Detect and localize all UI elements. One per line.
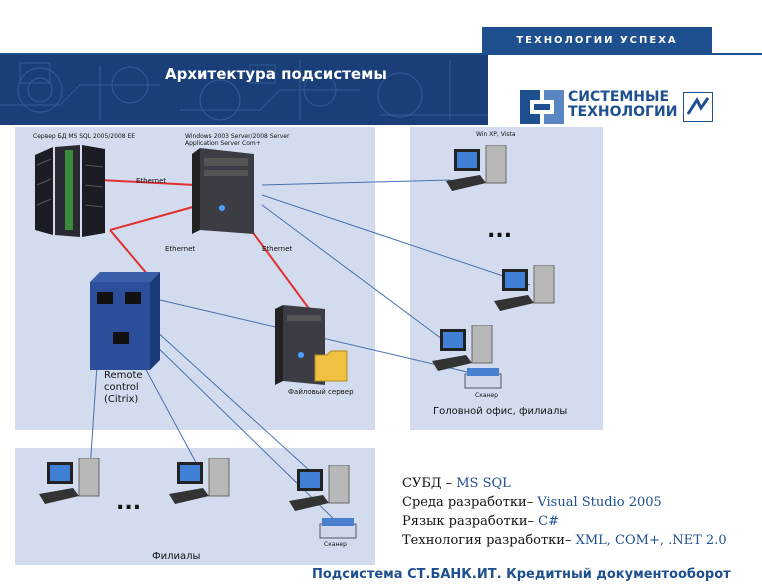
citrix-server-icon bbox=[90, 272, 160, 370]
circuit-decoration bbox=[0, 60, 488, 121]
company-logo-icon bbox=[520, 90, 564, 124]
link-pc-1 bbox=[261, 179, 451, 186]
header-strip bbox=[0, 53, 762, 55]
link-citrix bbox=[109, 229, 149, 276]
link-pc-branch bbox=[154, 329, 321, 481]
remote-label-line-2: control bbox=[104, 382, 139, 393]
file-server-label: Файловый сервер bbox=[288, 388, 354, 396]
info-tech: Технология разработки– XML, COM+, .NET 2… bbox=[402, 533, 727, 548]
ellipsis-head-office: ... bbox=[487, 218, 513, 243]
page-title: Архитектура подсистемы bbox=[165, 65, 387, 83]
title-banner bbox=[0, 55, 488, 125]
app-server-label: Windows 2003 Server/2008 Server Applicat… bbox=[185, 133, 290, 147]
file-server-icon bbox=[275, 305, 348, 385]
logo-line-2: ТЕХНОЛОГИИ bbox=[568, 104, 678, 120]
workstation-icon-2 bbox=[494, 265, 555, 311]
scanner-icon-2 bbox=[319, 518, 357, 539]
footer-title: Подсистема СТ.БАНК.ИТ. Кредитный докумен… bbox=[312, 567, 731, 582]
emblem-icon bbox=[683, 92, 713, 122]
citrix-label: Remote control (Citrix) bbox=[104, 370, 143, 406]
ellipsis-branches: ... bbox=[116, 490, 142, 515]
winxp-label: Win XP, Vista bbox=[476, 131, 516, 138]
scanner-label-2: Сканер bbox=[324, 541, 347, 548]
info-lang: Рязык разработки– C# bbox=[402, 514, 559, 529]
header-tab: ТЕХНОЛОГИИ УСПЕХА bbox=[482, 27, 712, 53]
tech-info-block: СУБД – MS SQL Среда разработки– Visual S… bbox=[402, 474, 727, 550]
link-scanner-2 bbox=[149, 339, 341, 526]
branches-label: Филиалы bbox=[152, 551, 201, 562]
link-db-app bbox=[99, 179, 196, 186]
workstation-icon-1 bbox=[446, 145, 507, 191]
db-server-rack-icon bbox=[35, 145, 105, 237]
db-server-label: Сервер БД MS SQL 2005/2008 EE bbox=[33, 133, 136, 140]
info-env: Среда разработки– Visual Studio 2005 bbox=[402, 495, 662, 510]
company-logo-text: СИСТЕМНЫЕ ТЕХНОЛОГИИ bbox=[568, 90, 677, 120]
link-pc-2 bbox=[261, 194, 531, 286]
head-office-label: Головной офис, филиалы bbox=[433, 406, 568, 417]
ethernet-label-3: Ethernet bbox=[262, 245, 293, 253]
remote-label-line-3: (Citrix) bbox=[104, 394, 139, 405]
ethernet-label-2: Ethernet bbox=[165, 245, 196, 253]
branch-workstation-icon-3 bbox=[289, 465, 350, 511]
ethernet-label-1: Ethernet bbox=[136, 177, 167, 185]
remote-label-line-1: Remote bbox=[104, 370, 143, 381]
branch-workstation-icon-1 bbox=[39, 458, 100, 504]
info-dbms: СУБД – MS SQL bbox=[402, 476, 511, 491]
logo-line-1: СИСТЕМНЫЕ bbox=[568, 89, 670, 105]
workstation-icon-3 bbox=[432, 325, 493, 371]
link-ethernet-left bbox=[109, 204, 201, 231]
app-server-icon bbox=[192, 148, 254, 234]
branch-workstation-icon-2 bbox=[169, 458, 230, 504]
scanner-icon-1 bbox=[464, 368, 502, 389]
link-pc-3 bbox=[261, 204, 451, 346]
scanner-label-1: Сканер bbox=[475, 392, 498, 399]
